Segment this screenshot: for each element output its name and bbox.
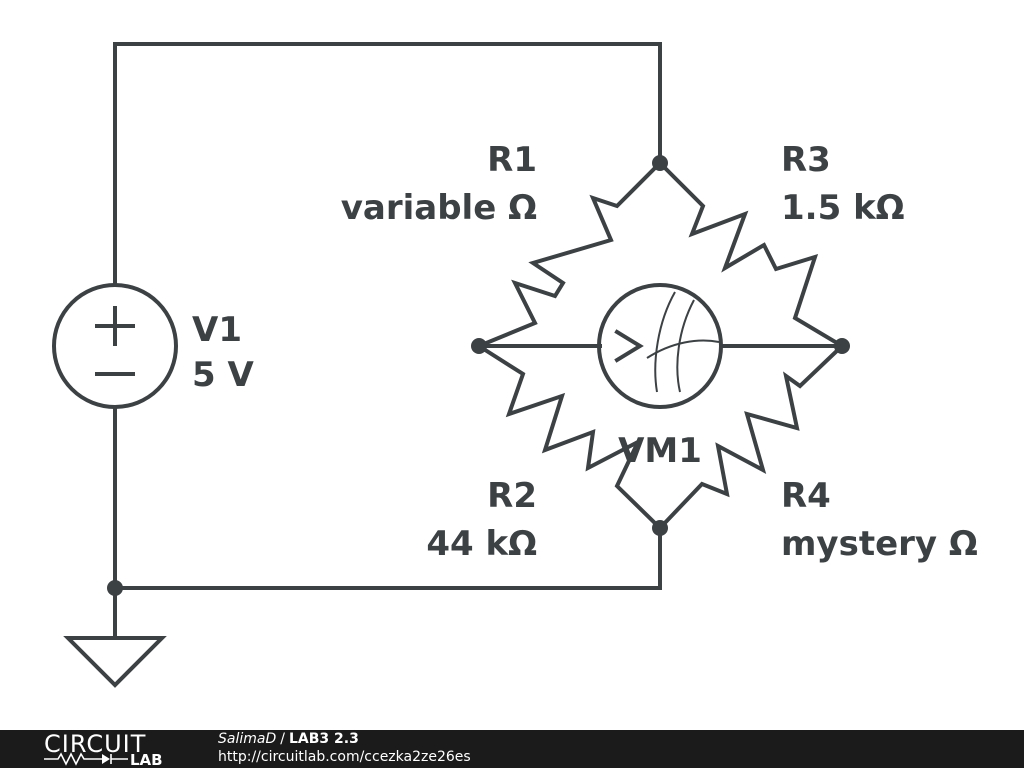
wire-bottom: [113, 526, 662, 590]
label-r1-name: R1: [487, 140, 537, 180]
resistor-logo-icon: [44, 752, 128, 766]
label-r2-value: 44 kΩ: [426, 524, 537, 564]
ground-symbol: [63, 636, 167, 688]
node-right: [834, 338, 850, 354]
node-ground: [107, 580, 123, 596]
label-r4-value: mystery Ω: [781, 524, 978, 564]
label-r4-name: R4: [781, 476, 831, 516]
label-vm1-name: VM1: [618, 431, 702, 471]
label-v1-value: 5 V: [192, 355, 254, 395]
resistor-r3: [657, 160, 845, 349]
voltmeter-vm1: [597, 283, 723, 409]
node-top: [652, 155, 668, 171]
logo-lab-text: LAB: [130, 751, 163, 769]
label-v1-name: V1: [192, 310, 242, 350]
label-r2-name: R2: [487, 476, 537, 516]
author-link[interactable]: SalimaD: [218, 731, 277, 747]
circuit-url-link[interactable]: http://circuitlab.com/ccezka2ze26es: [218, 749, 471, 765]
resistor-r2: [476, 343, 663, 531]
title-separator: /: [280, 731, 285, 747]
resistor-r1: [476, 160, 663, 349]
node-bottom: [652, 520, 668, 536]
wire-top: [113, 42, 662, 287]
footer-title: SalimaD/LAB3 2.3: [218, 731, 359, 748]
footer-bar: CIRCUIT LAB SalimaD/LAB3 2.3 http://circ…: [0, 730, 1024, 768]
node-left: [471, 338, 487, 354]
voltage-source-v1: [52, 283, 178, 409]
project-name[interactable]: LAB3 2.3: [288, 731, 359, 747]
circuit-schematic: V1 5 V R1 variable Ω R3 1.5 kΩ VM1 R2 44…: [52, 42, 978, 688]
label-r3-value: 1.5 kΩ: [781, 188, 905, 228]
label-r1-value: variable Ω: [341, 188, 537, 228]
label-r3-name: R3: [781, 140, 831, 180]
resistor-r4: [657, 343, 845, 531]
